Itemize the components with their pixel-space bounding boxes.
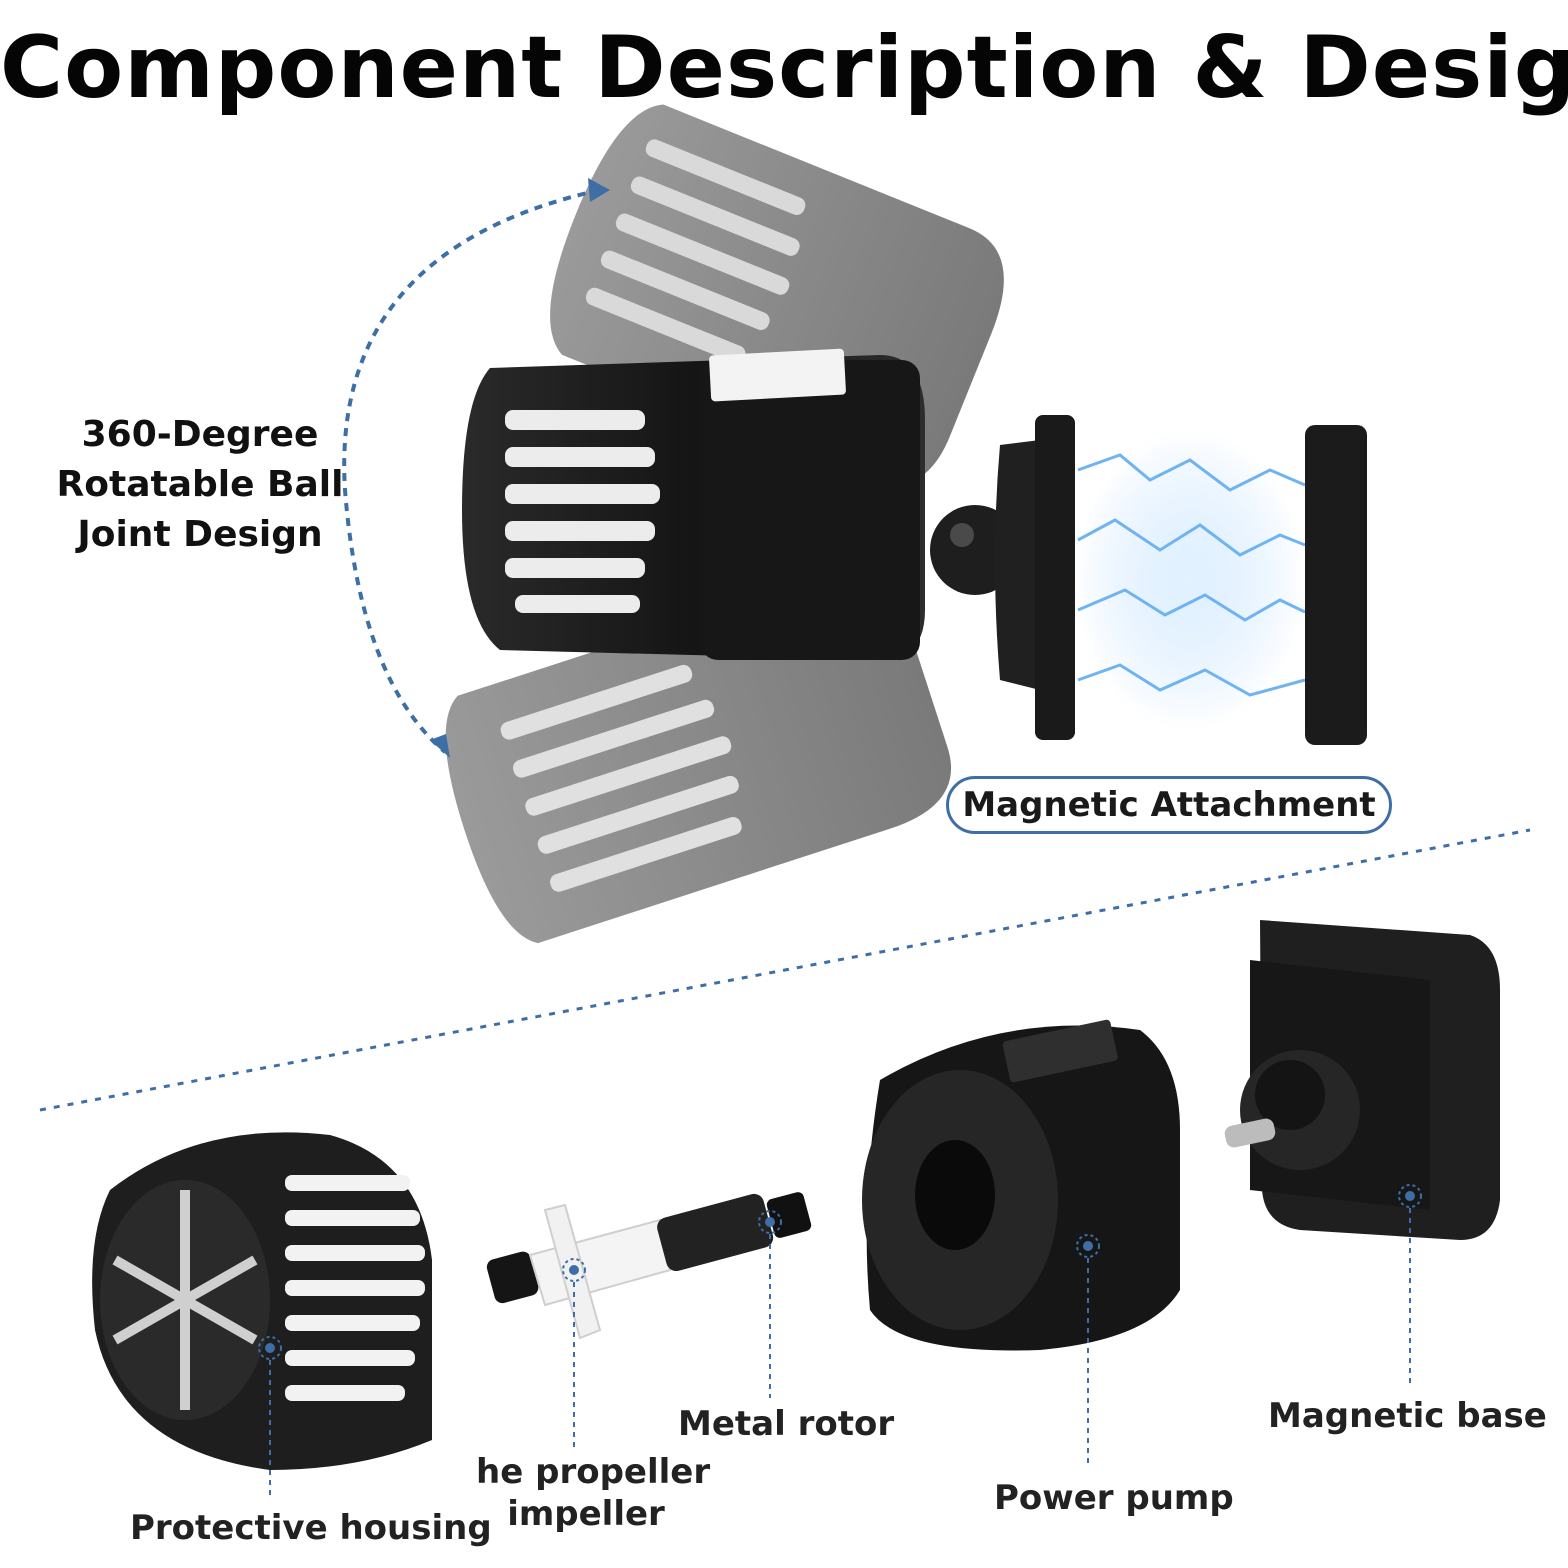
power-pump-label: Power pump <box>994 1478 1234 1518</box>
magnetic-attachment-label: Magnetic Attachment <box>946 776 1392 834</box>
ghost-pump-lower <box>445 575 951 944</box>
outer-magnet <box>1305 425 1367 745</box>
separator-line <box>39 828 1531 1112</box>
protective-housing-image <box>92 1132 433 1470</box>
magnetic-base-label: Magnetic base <box>1268 1396 1547 1436</box>
rotation-label-line3: Joint Design <box>77 514 323 555</box>
protective-housing-label: Protective housing <box>130 1508 492 1548</box>
power-pump-image <box>862 1019 1180 1351</box>
metal-rotor-label: Metal rotor <box>678 1404 895 1444</box>
callouts <box>258 1184 1422 1500</box>
lightning-effect <box>1077 453 1306 697</box>
page-title: Component Description & Design <box>0 18 1568 118</box>
main-pump <box>462 348 1075 740</box>
rotation-label-line1: 360-Degree <box>81 414 319 455</box>
rotation-label: 360-Degree Rotatable Ball Joint Design <box>40 410 360 560</box>
magnetic-base-image <box>1224 920 1500 1240</box>
arrow-up-icon <box>588 178 610 202</box>
propeller-label-line2: impeller <box>507 1494 665 1534</box>
propeller-label-line1: he propeller <box>476 1452 711 1492</box>
rotation-arc <box>342 188 601 754</box>
rotation-label-line2: Rotatable Ball <box>56 464 344 505</box>
arrow-down-icon <box>430 734 450 758</box>
